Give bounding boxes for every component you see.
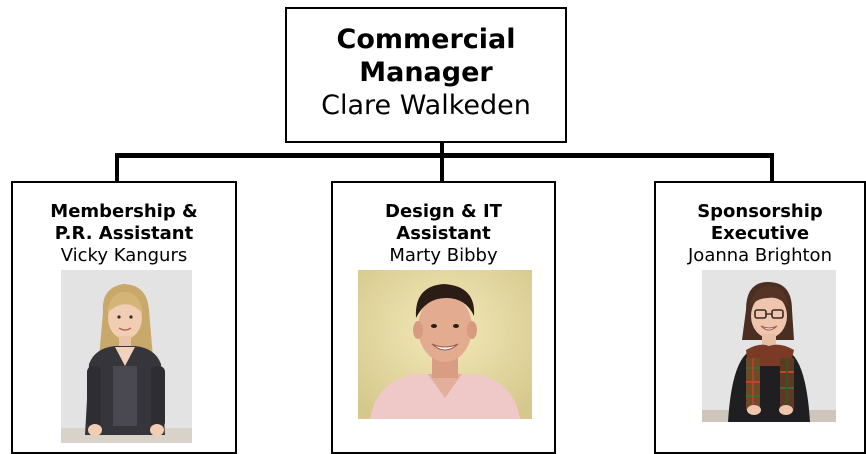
manager-box: Commercial Manager Clare Walkeden xyxy=(285,7,567,143)
staff-photo-marty xyxy=(358,270,532,419)
connector-left-vertical xyxy=(115,153,119,182)
manager-name: Clare Walkeden xyxy=(321,90,531,121)
staff-name: Marty Bibby xyxy=(389,245,498,266)
staff-photo-joanna xyxy=(702,270,836,422)
staff-title-line1: Membership & xyxy=(50,201,198,222)
staff-photo-vicky xyxy=(61,270,192,443)
staff-name: Joanna Brighton xyxy=(688,245,832,266)
staff-name: Vicky Kangurs xyxy=(60,245,188,266)
manager-title-line2: Manager xyxy=(359,57,493,88)
connector-top-vertical xyxy=(440,143,444,156)
staff-title-line2: P.R. Assistant xyxy=(54,223,194,244)
staff-title-line2: Executive xyxy=(710,223,810,244)
connector-horizontal xyxy=(115,153,774,158)
connector-middle-vertical xyxy=(440,153,444,182)
connector-right-vertical xyxy=(770,153,774,182)
staff-title-line2: Assistant xyxy=(396,223,491,244)
staff-title-line1: Sponsorship xyxy=(697,201,823,222)
staff-title-line1: Design & IT xyxy=(385,201,502,222)
manager-title-line1: Commercial xyxy=(336,24,516,55)
